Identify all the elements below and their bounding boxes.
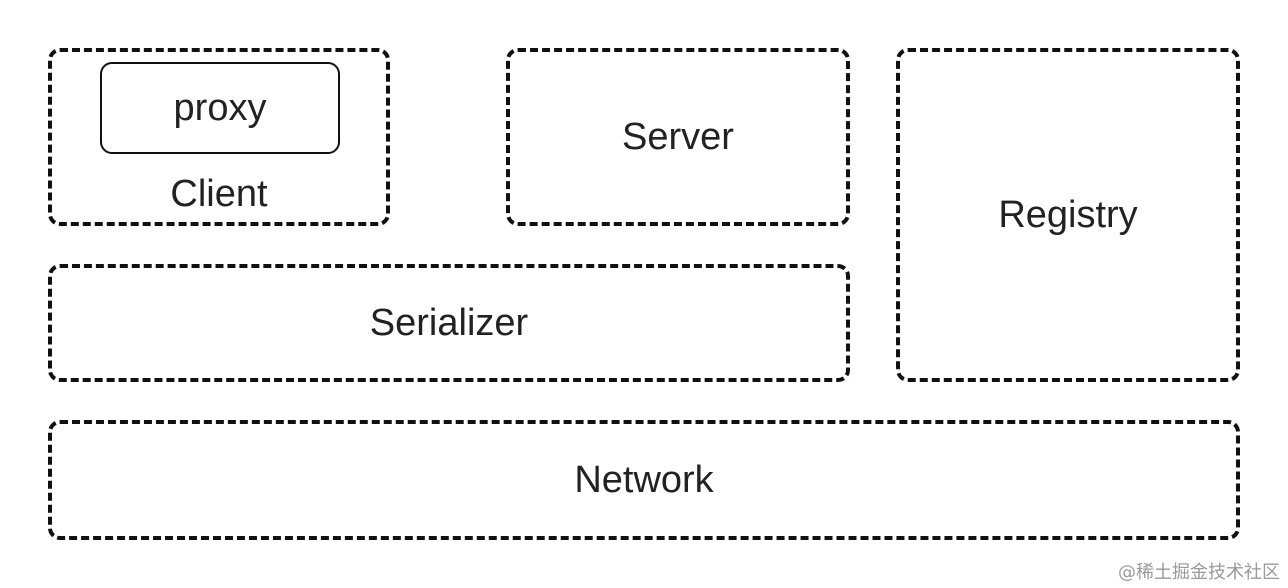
serializer-box: Serializer [48,264,850,382]
server-box: Server [506,48,850,226]
server-label: Server [622,116,734,158]
proxy-box: proxy [100,62,340,154]
proxy-label: proxy [173,87,267,129]
serializer-label: Serializer [369,302,529,344]
registry-label: Registry [998,194,1138,236]
client-label: Client [170,173,268,215]
client-box: proxy Client [48,48,390,226]
network-label: Network [574,459,714,501]
registry-box: Registry [896,48,1240,382]
network-box: Network [48,420,1240,540]
watermark-text: @稀土掘金技术社区 [1118,562,1280,583]
